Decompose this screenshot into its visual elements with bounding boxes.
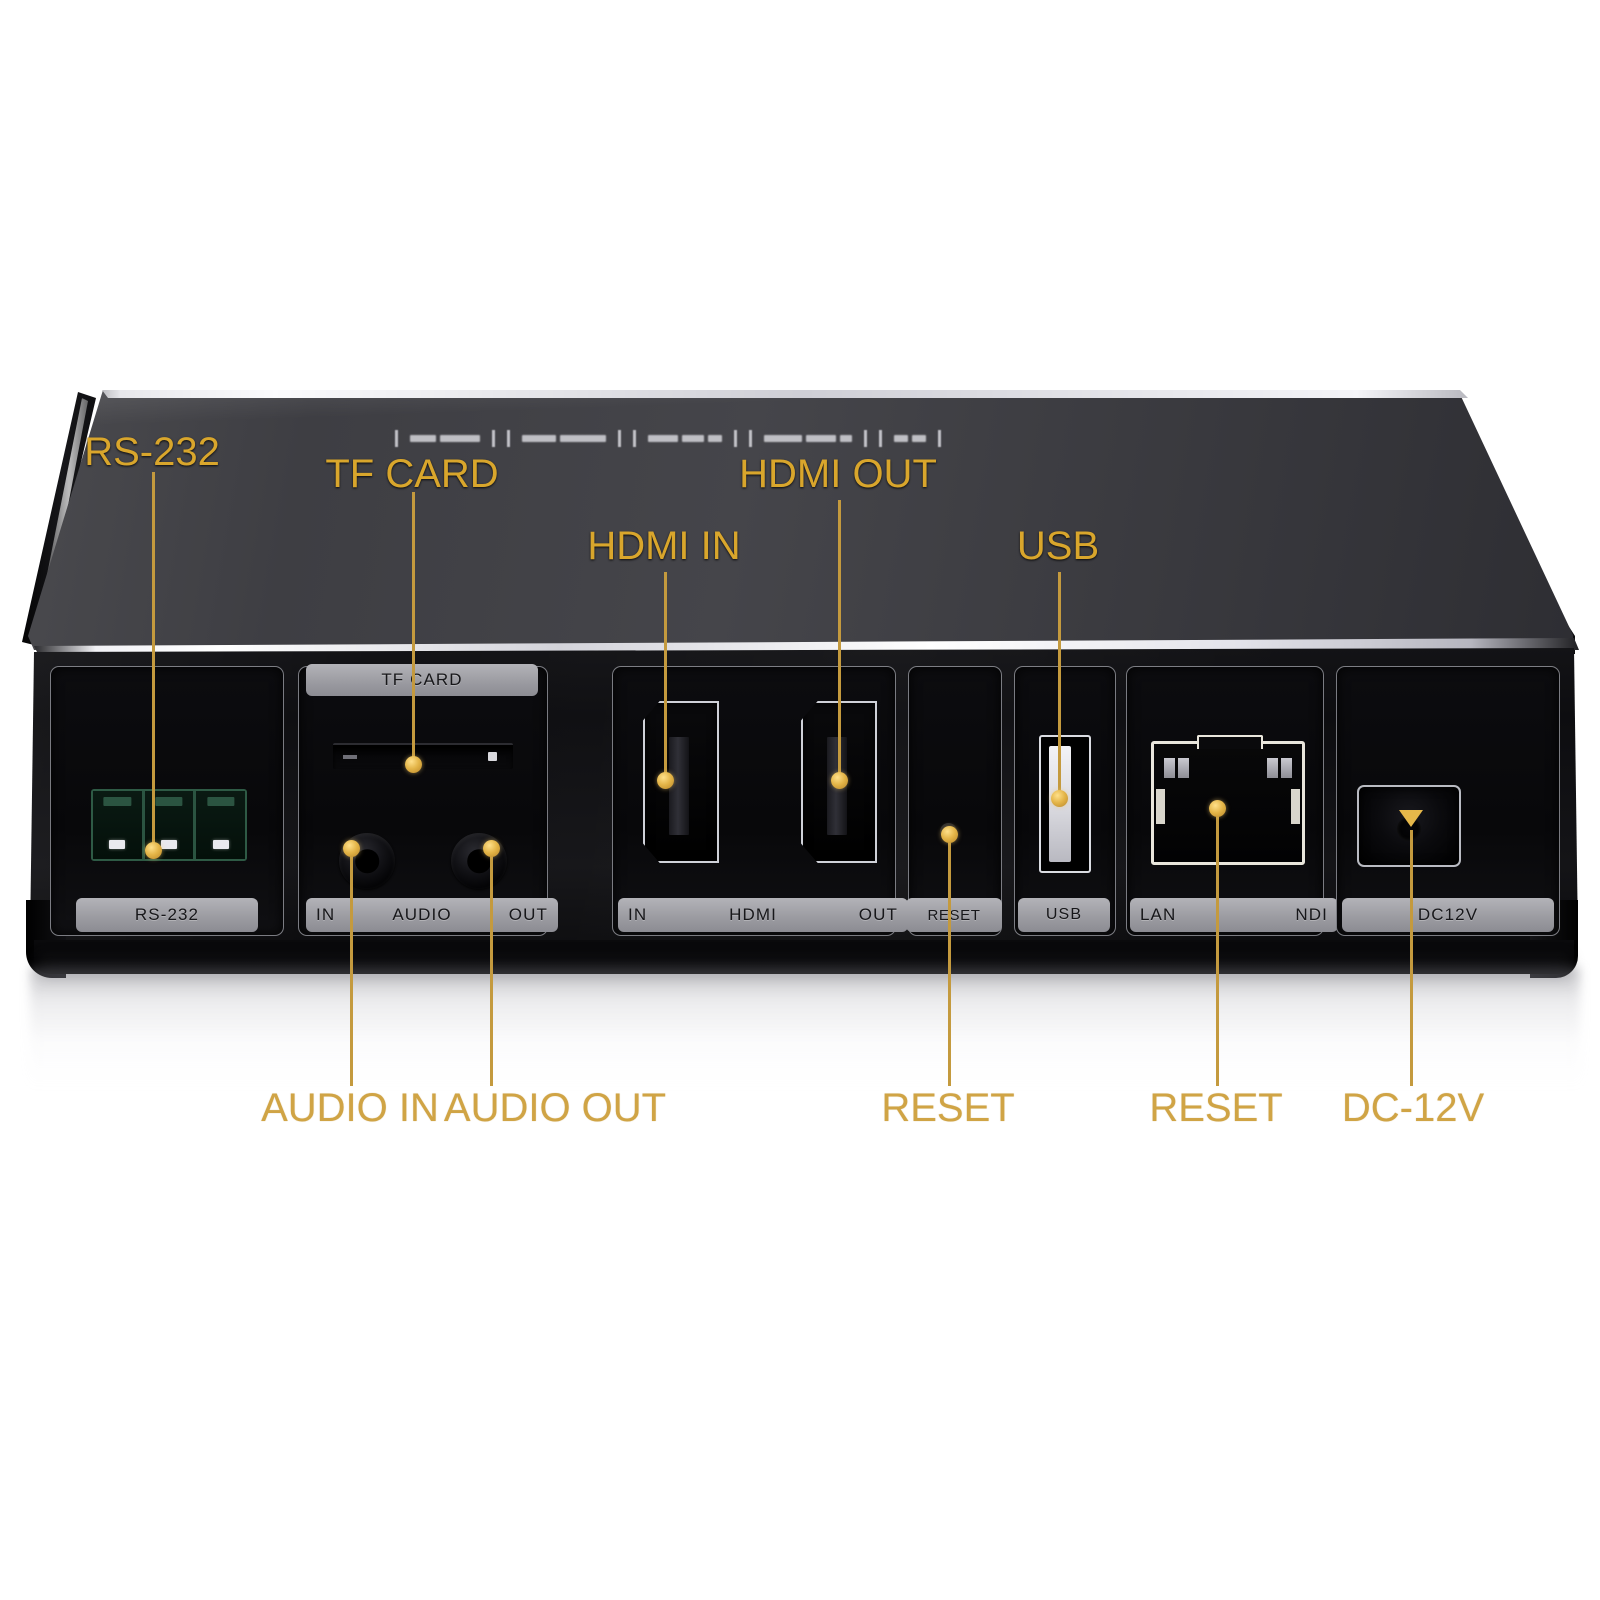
- leader-dot-rs232: [145, 842, 162, 859]
- label-strip-rs232: RS-232: [76, 898, 258, 932]
- callout-hdmi-out: HDMI OUT: [739, 452, 937, 496]
- label-audio-center: AUDIO: [392, 905, 452, 924]
- rs232-terminal-pin-3[interactable]: [196, 791, 246, 859]
- panel-reset[interactable]: [908, 666, 1002, 936]
- rj45-contact-pins: [1164, 758, 1292, 779]
- leader-line-rs232: [152, 472, 155, 850]
- callout-rs232: RS-232: [84, 430, 220, 474]
- rj45-shield-right: [1291, 788, 1300, 825]
- leader-line-audio-out: [490, 848, 493, 1086]
- leader-line-audio-in: [350, 848, 353, 1086]
- label-strip-dc12v: DC12V: [1342, 898, 1554, 932]
- device-top-surface: [28, 390, 1573, 650]
- label-audio-in: IN: [316, 905, 336, 924]
- leader-dot-hdmi-in: [657, 772, 674, 789]
- label-lan: LAN: [1140, 905, 1177, 924]
- leader-line-reset: [948, 834, 951, 1086]
- label-strip-reset: RESET: [906, 898, 1002, 932]
- label-strip-usb: USB: [1018, 898, 1110, 932]
- leader-line-hdmi-in: [664, 572, 667, 780]
- panel-rs232[interactable]: [50, 666, 284, 936]
- rs232-terminal-pin-1[interactable]: [93, 791, 145, 859]
- leader-line-dc-12v: [1410, 830, 1413, 1086]
- callout-reset: RESET: [881, 1086, 1015, 1130]
- top-surface-print-strip: [395, 428, 1155, 448]
- label-strip-lan-ndi: LAN NDI: [1130, 898, 1338, 932]
- rj45-lan-jack[interactable]: [1151, 735, 1305, 865]
- rj45-latch-tab: [1196, 735, 1264, 749]
- leader-line-reset-lan: [1216, 808, 1219, 1086]
- panel-tf-audio[interactable]: [298, 666, 548, 936]
- tf-card-slot[interactable]: [333, 743, 513, 769]
- device-surface-reflection: [30, 968, 1580, 1088]
- panel-hdmi[interactable]: [612, 666, 896, 936]
- leader-line-tf-card: [412, 492, 415, 764]
- callout-usb: USB: [1016, 524, 1100, 568]
- leader-dot-dc-12v: [1399, 810, 1423, 827]
- leader-dot-reset-lan: [1209, 800, 1226, 817]
- label-strip-audio: IN AUDIO OUT: [306, 898, 558, 932]
- panel-lan-ndi[interactable]: [1126, 666, 1324, 936]
- callout-tf-card: TF CARD: [325, 452, 499, 496]
- rs232-terminal-block[interactable]: [91, 789, 247, 861]
- hdmi-in-port-contact: [669, 737, 689, 835]
- device-contact-shadow: [40, 958, 1570, 984]
- rj45-shield-left: [1156, 788, 1165, 825]
- leader-dot-tf-card: [405, 756, 422, 773]
- label-hdmi-out: OUT: [858, 905, 898, 924]
- label-hdmi-in: IN: [628, 905, 648, 924]
- callout-reset-lan: RESET: [1149, 1086, 1283, 1130]
- panel-usb[interactable]: [1014, 666, 1116, 936]
- leader-dot-audio-in: [343, 840, 360, 857]
- leader-dot-usb: [1051, 790, 1068, 807]
- label-strip-tf-card: TF CARD: [306, 664, 538, 696]
- callout-dc-12v: DC-12V: [1341, 1086, 1485, 1130]
- leader-line-hdmi-out: [838, 500, 841, 780]
- callout-audio-in: AUDIO IN: [261, 1086, 439, 1130]
- label-ndi: NDI: [1295, 905, 1328, 924]
- leader-dot-audio-out: [483, 840, 500, 857]
- label-hdmi-center: HDMI: [729, 905, 777, 924]
- audio-out-jack[interactable]: [451, 833, 507, 889]
- leader-dot-reset: [941, 826, 958, 843]
- leader-line-usb: [1058, 572, 1061, 798]
- leader-dot-hdmi-out: [831, 772, 848, 789]
- label-strip-hdmi: IN HDMI OUT: [618, 898, 908, 932]
- callout-hdmi-in: HDMI IN: [587, 524, 741, 568]
- device-top-chrome-rim: [102, 390, 1468, 398]
- panel-dc12v[interactable]: [1336, 666, 1560, 936]
- label-audio-out: OUT: [508, 905, 548, 924]
- callout-audio-out: AUDIO OUT: [443, 1086, 667, 1130]
